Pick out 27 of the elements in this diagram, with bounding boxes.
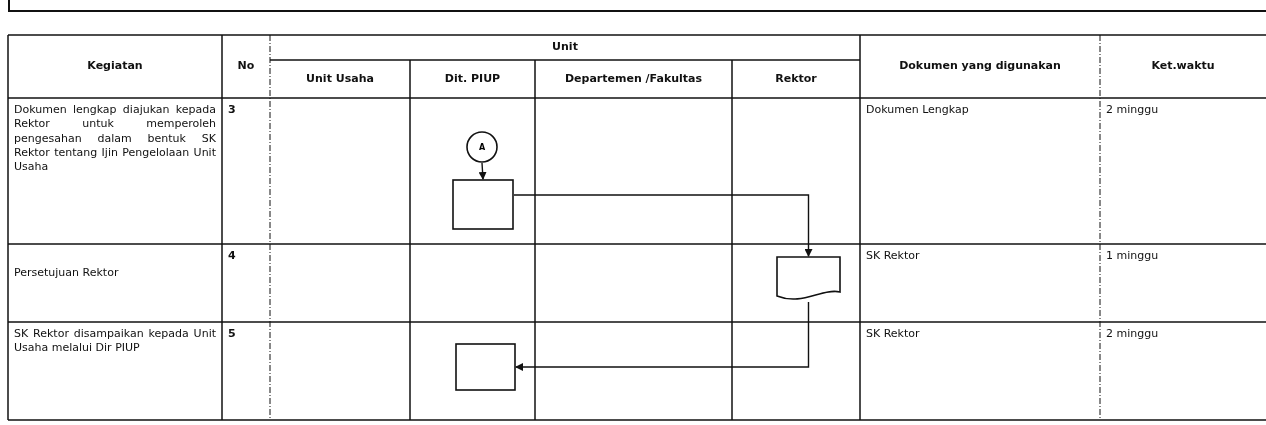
- column-header: Dokumen yang digunakan: [899, 59, 1061, 74]
- flow-arrow: [478, 162, 487, 180]
- flow-arrow: [515, 301, 810, 371]
- step-number: 3: [228, 103, 236, 118]
- column-header: Rektor: [775, 71, 817, 87]
- process-box: [455, 343, 516, 391]
- connector-circle: A: [466, 131, 498, 163]
- column-header: Unit Usaha: [306, 71, 374, 87]
- column-header: Unit: [552, 40, 578, 55]
- column-header: Kegiatan: [87, 59, 143, 74]
- table-text: SK Rektor disampaikan kepada Unit Usaha melalui Dir PIUP: [14, 327, 216, 356]
- column-header: Ket.waktu: [1151, 59, 1215, 74]
- column-header: Dit. PIUP: [444, 71, 501, 87]
- table-text: Persetujuan Rektor: [14, 266, 119, 281]
- table-text: SK Rektor: [866, 327, 920, 342]
- table-text: 1 minggu: [1106, 249, 1159, 264]
- flow-arrow: [513, 194, 813, 257]
- process-box: [452, 179, 514, 230]
- step-number: 4: [228, 249, 236, 264]
- table-text: Dokumen Lengkap: [866, 103, 969, 118]
- table-text: 2 minggu: [1106, 327, 1159, 342]
- column-header: Departemen /Fakultas: [564, 71, 703, 87]
- table-text: Dokumen lengkap diajukan kepada Rektor untuk memperoleh pengesahan dalam bentuk SK Rektor tentang Ijin Pengelolaan Unit Usaha: [14, 103, 216, 175]
- table-text: 2 minggu: [1106, 103, 1159, 118]
- column-header: No: [237, 59, 255, 74]
- table-text: SK Rektor: [866, 249, 920, 264]
- step-number: 5: [228, 327, 236, 342]
